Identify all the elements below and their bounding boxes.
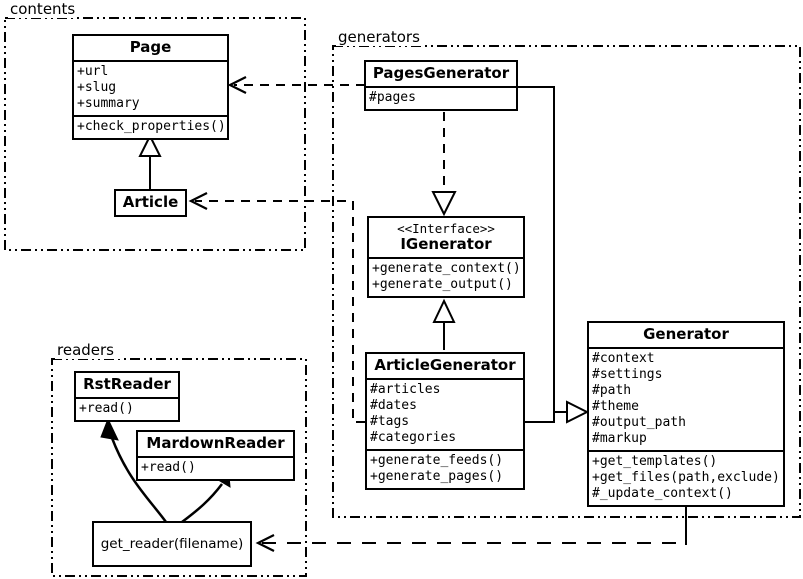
- class-igenerator[interactable]: <<Interface>> IGenerator +generate_conte…: [367, 216, 525, 299]
- attribute: #path: [592, 383, 632, 399]
- class-pagesgenerator-title: PagesGenerator: [372, 64, 510, 82]
- class-articlegenerator-title: ArticleGenerator: [374, 356, 516, 374]
- class-rstreader-methods: +read(): [76, 397, 178, 420]
- class-igenerator-methods: +generate_context() +generate_output(): [369, 257, 523, 296]
- method: +check_properties(): [77, 119, 226, 135]
- method: #_update_context(): [592, 486, 733, 502]
- package-label-mask-generators: [336, 28, 422, 46]
- method: +generate_pages(): [370, 469, 504, 485]
- class-generator[interactable]: Generator #context #settings #path #them…: [587, 321, 785, 508]
- class-page-methods: +check_properties(): [74, 115, 227, 138]
- function-get-reader-label: get_reader(filename): [100, 536, 244, 552]
- attribute: #tags: [370, 414, 410, 430]
- package-label-generators: generators: [338, 28, 420, 46]
- attribute: #context: [592, 351, 655, 367]
- attribute: +url: [77, 64, 109, 80]
- attribute: #categories: [370, 430, 457, 446]
- class-mardownreader-methods: +read(): [138, 456, 293, 479]
- class-article[interactable]: Article: [114, 189, 187, 218]
- dependency-generator-to-getreader: [262, 503, 687, 544]
- package-label-mask-contents: [8, 0, 76, 18]
- class-article-title: Article: [122, 193, 179, 211]
- class-mardownreader[interactable]: MardownReader +read(): [136, 430, 295, 482]
- attribute: #dates: [370, 398, 417, 414]
- method: +get_templates(): [592, 454, 718, 470]
- attribute: #settings: [592, 367, 663, 383]
- method: +read(): [79, 401, 134, 417]
- arrowhead-open-to-page: [227, 76, 247, 94]
- class-articlegenerator-attributes: #articles #dates #tags #categories: [367, 378, 523, 449]
- function-get-reader[interactable]: get_reader(filename): [92, 521, 252, 567]
- call-getreader-to-rstreader: [110, 437, 168, 523]
- class-igenerator-title: <<Interface>> IGenerator: [369, 218, 523, 257]
- arrowhead-hollow-triangle-page: [138, 133, 162, 157]
- method: +read(): [141, 460, 196, 476]
- class-igenerator-stereotype: <<Interface>>: [397, 221, 495, 236]
- method: +get_files(path,exclude): [592, 470, 780, 486]
- arrowhead-hollow-triangle-igenerator-bottom: [432, 298, 456, 323]
- package-frame-readers: [51, 358, 307, 577]
- class-pagesgenerator[interactable]: PagesGenerator #pages: [364, 60, 518, 112]
- method: +generate_feeds(): [370, 453, 504, 469]
- arrowhead-filled-rstreader: [100, 417, 119, 441]
- dependency-articlegenerator-to-article: [195, 200, 365, 423]
- arrowhead-hollow-triangle-igenerator-top: [431, 191, 457, 217]
- attribute: #output_path: [592, 415, 686, 431]
- attribute: #markup: [592, 431, 647, 447]
- class-page-attributes: +url +slug +summary: [74, 60, 227, 115]
- attribute: +summary: [77, 96, 140, 112]
- arrowhead-hollow-triangle-generator: [566, 400, 590, 424]
- method: +generate_output(): [372, 277, 513, 293]
- class-igenerator-name: IGenerator: [400, 235, 492, 253]
- call-getreader-to-mardownreader: [181, 483, 223, 523]
- package-label-readers: readers: [57, 341, 114, 359]
- class-generator-methods: +get_templates() +get_files(path,exclude…: [589, 450, 783, 505]
- class-rstreader-title: RstReader: [83, 375, 171, 393]
- attribute: #articles: [370, 382, 441, 398]
- class-pagesgenerator-attributes: #pages: [366, 86, 516, 109]
- package-label-contents: contents: [10, 0, 76, 18]
- class-page[interactable]: Page +url +slug +summary +check_properti…: [72, 34, 229, 141]
- arrowhead-open-to-getreader: [255, 534, 275, 552]
- attribute: #theme: [592, 399, 639, 415]
- package-frame-contents: [4, 17, 306, 251]
- class-generator-attributes: #context #settings #path #theme #output_…: [589, 347, 783, 450]
- class-articlegenerator-methods: +generate_feeds() +generate_pages(): [367, 449, 523, 488]
- arrowhead-open-to-article: [188, 192, 208, 210]
- class-articlegenerator[interactable]: ArticleGenerator #articles #dates #tags …: [365, 352, 525, 491]
- package-frame-generators: [332, 45, 801, 518]
- class-page-title: Page: [129, 38, 172, 56]
- package-label-mask-readers: [55, 341, 121, 359]
- attribute: #pages: [369, 90, 416, 106]
- class-rstreader[interactable]: RstReader +read(): [74, 371, 180, 423]
- class-mardownreader-title: MardownReader: [146, 434, 285, 452]
- association-articlegenerator-to-generator: [525, 412, 555, 423]
- method: +generate_context(): [372, 261, 521, 277]
- association-pagesgenerator-to-generator: [518, 86, 567, 413]
- class-generator-title: Generator: [643, 325, 729, 343]
- attribute: +slug: [77, 80, 117, 96]
